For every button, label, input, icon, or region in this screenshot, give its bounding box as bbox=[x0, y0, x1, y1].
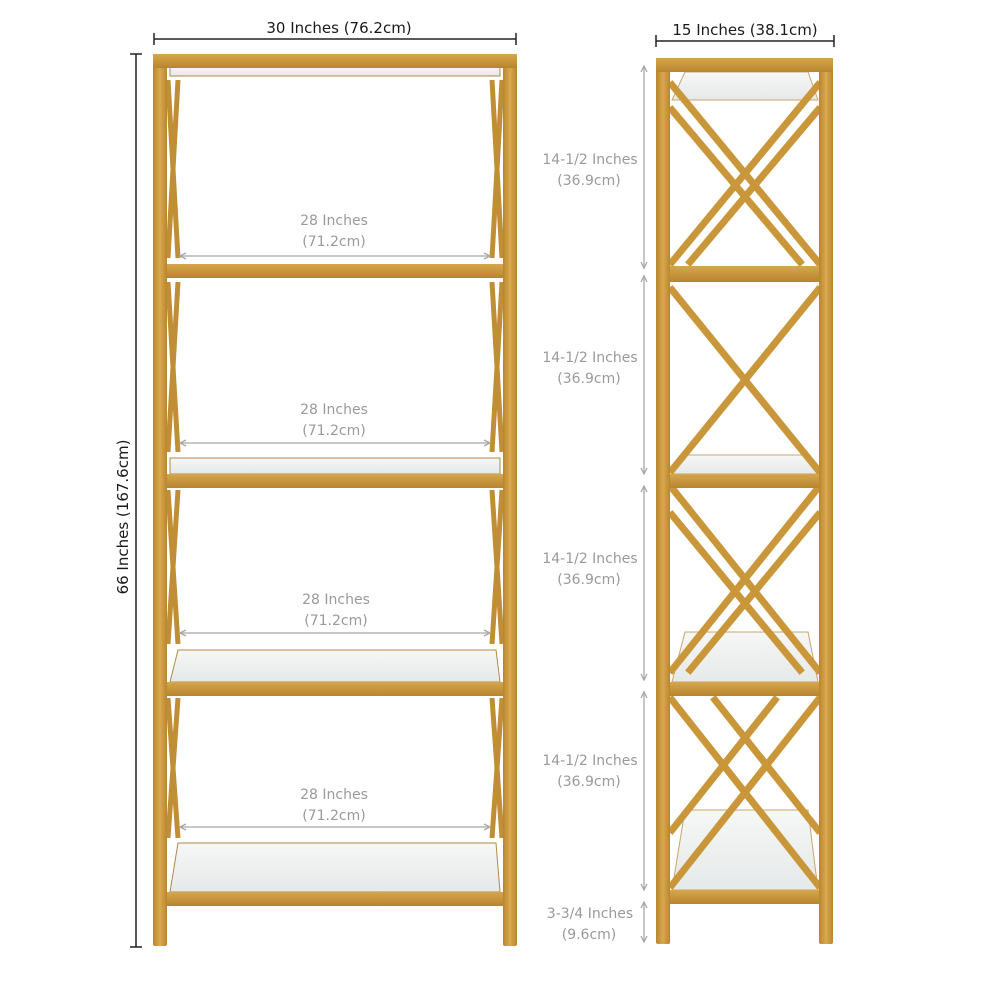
front-right-post bbox=[503, 54, 517, 946]
side-spacing-label-3: 14-1/2 Inches (36.9cm) bbox=[542, 551, 637, 588]
spacing-label: 14-1/2 Inches bbox=[542, 152, 637, 168]
shelf-width-label: 28 Inches bbox=[300, 213, 368, 229]
spacing-metric: (36.9cm) bbox=[557, 572, 620, 588]
side-x-braces bbox=[667, 80, 823, 890]
shelf-width-dimension-1: 28 Inches (71.2cm) bbox=[178, 213, 492, 260]
side-back-post bbox=[819, 58, 833, 944]
spacing-metric: (36.9cm) bbox=[557, 173, 620, 189]
shelf-width-dimension-3: 28 Inches (71.2cm) bbox=[178, 592, 492, 637]
shelf-width-metric: (71.2cm) bbox=[304, 613, 367, 629]
front-width-dimension: 30 Inches (76.2cm) bbox=[153, 19, 517, 45]
spacing-label: 14-1/2 Inches bbox=[542, 753, 637, 769]
shelf-width-label: 28 Inches bbox=[300, 787, 368, 803]
side-view: 15 Inches (38.1cm) bbox=[542, 21, 835, 944]
side-spacing-lines bbox=[640, 64, 648, 944]
front-width-label: 30 Inches (76.2cm) bbox=[266, 19, 411, 37]
side-spacing-label-5: 3-3/4 Inches (9.6cm) bbox=[547, 906, 633, 943]
spacing-metric: (36.9cm) bbox=[557, 371, 620, 387]
spacing-metric: (9.6cm) bbox=[562, 927, 617, 943]
front-shelf-rails bbox=[153, 54, 517, 906]
front-height-dimension: 66 Inches (167.6cm) bbox=[114, 53, 142, 948]
side-depth-label: 15 Inches (38.1cm) bbox=[672, 21, 817, 39]
shelf-width-dimension-4: 28 Inches (71.2cm) bbox=[178, 787, 492, 831]
spacing-label: 14-1/2 Inches bbox=[542, 551, 637, 567]
shelf-width-metric: (71.2cm) bbox=[302, 423, 365, 439]
side-spacing-label-4: 14-1/2 Inches (36.9cm) bbox=[542, 753, 637, 790]
spacing-label: 3-3/4 Inches bbox=[547, 906, 633, 922]
side-spacing-label-1: 14-1/2 Inches (36.9cm) bbox=[542, 152, 637, 189]
side-depth-dimension: 15 Inches (38.1cm) bbox=[655, 21, 835, 47]
side-shelf-rails bbox=[656, 58, 833, 904]
front-height-label: 66 Inches (167.6cm) bbox=[114, 440, 132, 595]
side-front-post bbox=[656, 58, 670, 944]
shelf-width-label: 28 Inches bbox=[300, 402, 368, 418]
front-glass-shelves bbox=[169, 65, 501, 893]
front-side-braces bbox=[165, 79, 505, 839]
shelf-width-dimension-2: 28 Inches (71.2cm) bbox=[178, 402, 492, 447]
spacing-metric: (36.9cm) bbox=[557, 774, 620, 790]
shelf-width-metric: (71.2cm) bbox=[302, 808, 365, 824]
shelf-width-metric: (71.2cm) bbox=[302, 234, 365, 250]
front-left-post bbox=[153, 54, 167, 946]
spacing-label: 14-1/2 Inches bbox=[542, 350, 637, 366]
side-spacing-label-2: 14-1/2 Inches (36.9cm) bbox=[542, 350, 637, 387]
shelf-width-label: 28 Inches bbox=[302, 592, 370, 608]
front-view: 30 Inches (76.2cm) 66 Inches (167.6cm) bbox=[114, 19, 517, 948]
